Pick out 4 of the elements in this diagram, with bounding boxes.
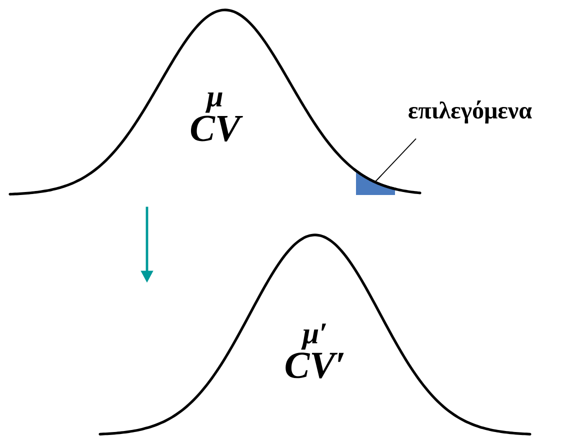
shaded-area <box>356 170 395 195</box>
leader-line <box>375 138 416 182</box>
label-text: επιλεγόμενα <box>408 100 532 124</box>
bell-curve: μ′ CV′ <box>98 234 532 436</box>
